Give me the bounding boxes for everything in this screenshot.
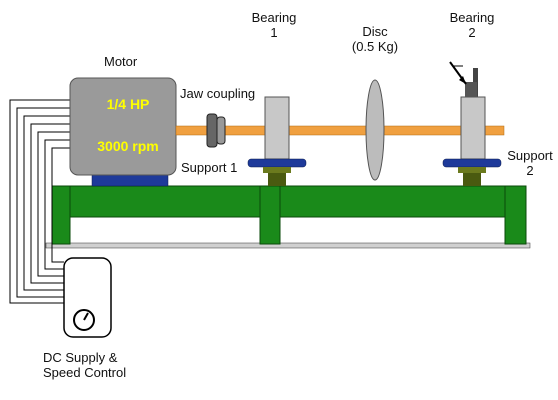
bearing-1 [264, 96, 290, 160]
support-2-label: Support 2 [503, 148, 557, 178]
bearing-1-label-line1: Bearing [251, 10, 297, 25]
motor-power-text: 1/4 HP [106, 96, 150, 112]
motor-speed-text: 3000 rpm [97, 138, 159, 154]
shaft [175, 125, 505, 136]
support-1-label: Support 1 [181, 160, 238, 175]
motor-label: Motor [104, 54, 138, 69]
jaw-coupling [206, 113, 226, 148]
floor-line [45, 242, 531, 249]
motor-mount [91, 174, 169, 187]
dc-supply-label-line1: DC Supply & [43, 350, 118, 365]
bearing-2-label-line2: 2 [468, 25, 476, 40]
disc [365, 79, 385, 181]
motor-body [69, 77, 177, 176]
sensor-arrow [449, 61, 467, 85]
bearing-2-label-line1: Bearing [449, 10, 495, 25]
support-1 [247, 158, 307, 186]
bearing-1-label-line2: 1 [270, 25, 278, 40]
disc-label-line1: Disc [362, 24, 388, 39]
bearing-2-label: Bearing 2 [444, 10, 500, 40]
bearing-2 [460, 68, 486, 160]
disc-label-line2: (0.5 Kg) [351, 39, 399, 54]
dc-supply-label-line2: Speed Control [43, 365, 127, 380]
power-cable [9, 99, 70, 304]
bearing-1-label: Bearing 1 [246, 10, 302, 40]
jaw-coupling-label: Jaw coupling [180, 86, 256, 101]
dc-supply-label: DC Supply & Speed Control [43, 350, 126, 380]
support-2-label-line1: Support [507, 148, 553, 163]
speed-knob-icon [73, 309, 95, 331]
support-2-label-line2: 2 [526, 163, 534, 178]
disc-label: Disc (0.5 Kg) [344, 24, 406, 54]
support-2 [442, 158, 502, 186]
base-frame [51, 185, 527, 245]
